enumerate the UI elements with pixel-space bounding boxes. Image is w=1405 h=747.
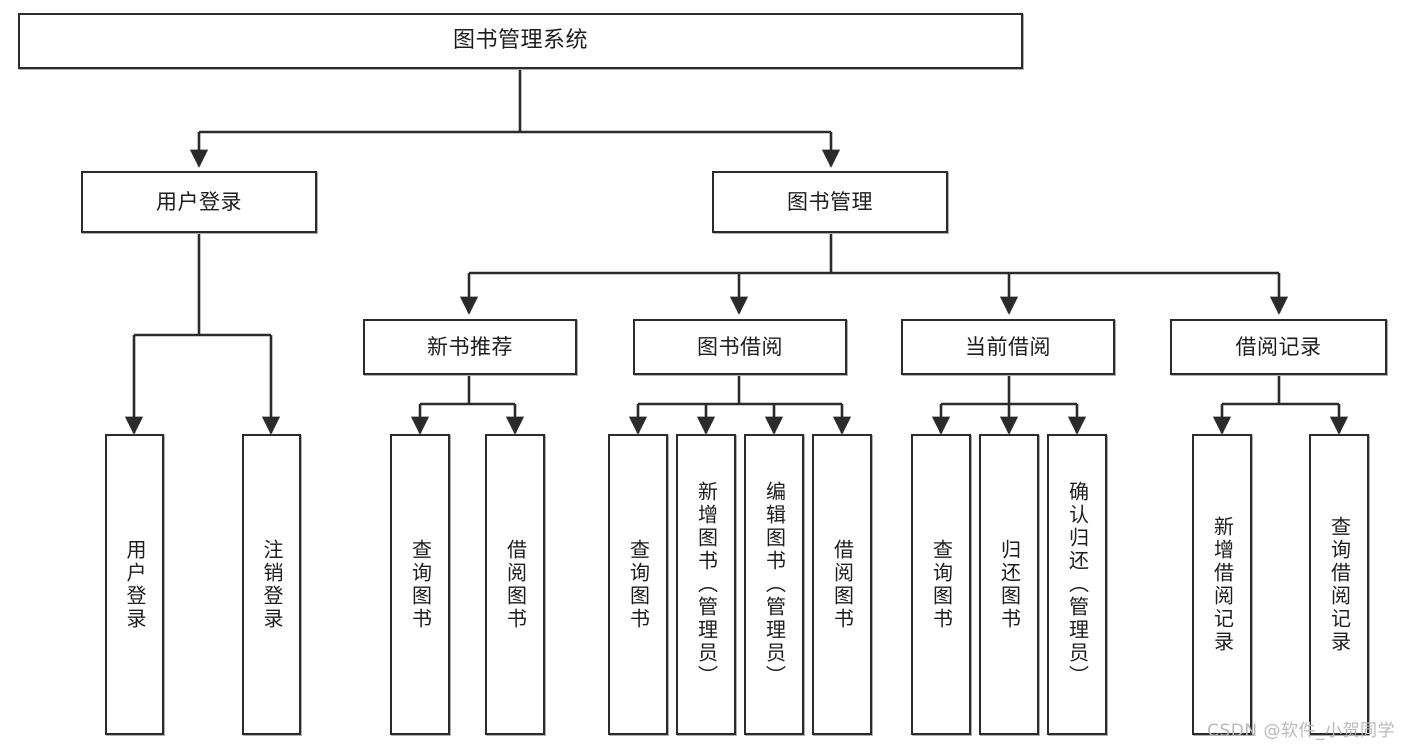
node-new-book-recommend[interactable]: 新书推荐 [363, 319, 577, 375]
node-current-borrow-label: 当前借阅 [965, 334, 1051, 359]
leaf-borrow-record-query[interactable]: 查询借阅记录 [1309, 434, 1369, 735]
node-book-management[interactable]: 图书管理 [712, 171, 948, 233]
node-borrow-record[interactable]: 借阅记录 [1170, 319, 1387, 375]
leaf-borrow-record-add-label: 新增借阅记录 [1210, 515, 1235, 654]
leaf-new-book-borrow[interactable]: 借阅图书 [485, 434, 545, 735]
leaf-book-borrow-edit[interactable]: 编辑图书（管理员） [744, 434, 804, 735]
leaf-user-login-logout-label: 注销登录 [260, 538, 284, 631]
watermark-text: CSDN @软件_小贺同学 [1207, 721, 1395, 741]
leaf-current-borrow-confirm[interactable]: 确认归还（管理员） [1047, 434, 1107, 735]
leaf-current-borrow-confirm-label: 确认归还（管理员） [1065, 481, 1090, 688]
leaf-new-book-borrow-label: 借阅图书 [503, 538, 528, 631]
leaf-book-borrow-query[interactable]: 查询图书 [608, 434, 668, 735]
leaf-book-borrow-edit-label: 编辑图书（管理员） [762, 481, 787, 688]
leaf-current-borrow-return-label: 归还图书 [997, 538, 1022, 631]
node-user-login-label: 用户登录 [156, 189, 242, 214]
node-borrow-record-label: 借阅记录 [1235, 334, 1322, 359]
leaf-borrow-record-query-label: 查询借阅记录 [1327, 515, 1352, 654]
leaf-book-borrow-borrow[interactable]: 借阅图书 [812, 434, 872, 735]
node-book-borrow-label: 图书借阅 [697, 334, 783, 359]
node-root-system-label: 图书管理系统 [452, 28, 588, 54]
leaf-book-borrow-borrow-label: 借阅图书 [830, 538, 855, 631]
node-user-login[interactable]: 用户登录 [81, 171, 317, 233]
leaf-new-book-query[interactable]: 查询图书 [390, 434, 450, 735]
leaf-current-borrow-return[interactable]: 归还图书 [979, 434, 1039, 735]
leaf-book-borrow-add[interactable]: 新增图书（管理员） [676, 434, 736, 735]
leaf-current-borrow-query-label: 查询图书 [929, 538, 954, 631]
leaf-current-borrow-query[interactable]: 查询图书 [911, 434, 971, 735]
node-new-book-recommend-label: 新书推荐 [427, 334, 513, 359]
leaf-new-book-query-label: 查询图书 [408, 538, 433, 631]
node-book-borrow[interactable]: 图书借阅 [633, 319, 847, 375]
leaf-borrow-record-add[interactable]: 新增借阅记录 [1192, 434, 1252, 735]
leaf-user-login-logout[interactable]: 注销登录 [242, 434, 301, 735]
leaf-user-login-login-label: 用户登录 [123, 538, 147, 631]
node-root-system[interactable]: 图书管理系统 [18, 13, 1023, 69]
node-current-borrow[interactable]: 当前借阅 [901, 319, 1115, 375]
leaf-book-borrow-add-label: 新增图书（管理员） [694, 481, 719, 688]
leaf-book-borrow-query-label: 查询图书 [626, 538, 651, 631]
node-book-management-label: 图书管理 [787, 189, 873, 214]
leaf-user-login-login[interactable]: 用户登录 [105, 434, 164, 735]
